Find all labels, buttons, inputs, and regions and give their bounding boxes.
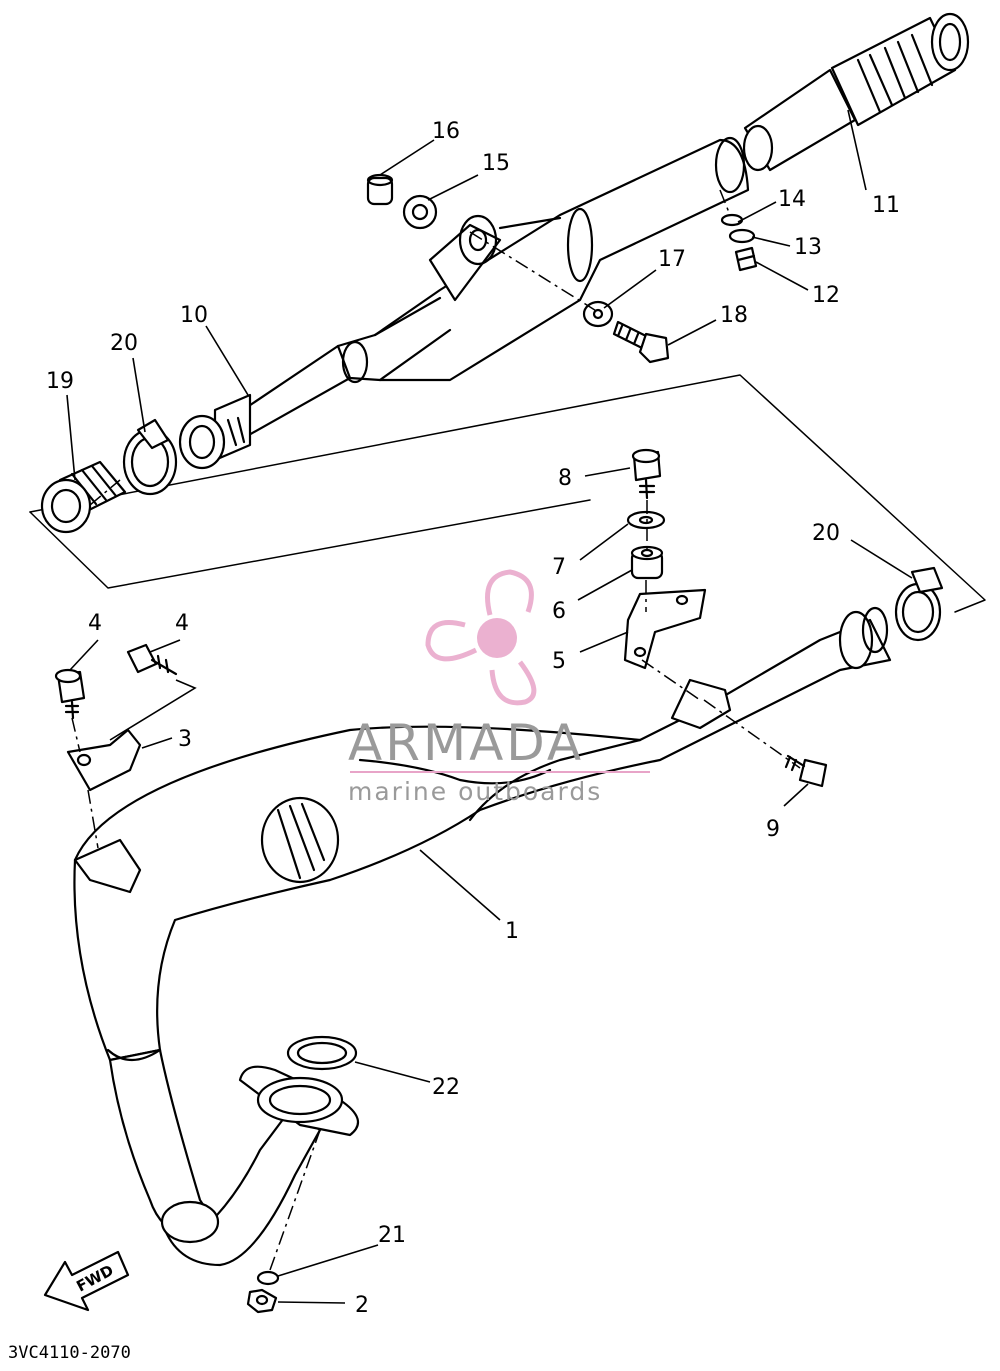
callout-12: 12	[812, 283, 840, 308]
nut-2	[246, 1288, 278, 1314]
callout-11: 11	[872, 193, 900, 218]
forward-arrow-icon: FWD	[43, 1250, 130, 1312]
callout-2: 2	[355, 1293, 369, 1318]
callout-3: 3	[178, 727, 192, 752]
rubber-damper	[366, 173, 394, 206]
watermark-tagline: marine outboards	[348, 777, 602, 806]
callout-4-right: 4	[175, 611, 189, 636]
screw-12	[734, 246, 758, 272]
callout-7: 7	[552, 555, 566, 580]
bolt-8	[631, 448, 662, 500]
callout-17: 17	[658, 247, 686, 272]
part-callouts: 1 2 3 4 4 5 6 7 8 9 10 11 12 13 14 15 16…	[46, 119, 900, 1318]
muffler-body	[226, 136, 750, 442]
joint-gasket	[40, 460, 127, 534]
callout-14: 14	[778, 187, 806, 212]
bolt-4-left	[54, 668, 86, 720]
bolt-9	[784, 754, 828, 788]
washer-13	[728, 228, 756, 244]
washer-21	[256, 1270, 280, 1286]
damper-6	[630, 545, 664, 580]
drawing-code: 3VC4110-2070	[8, 1343, 131, 1363]
callout-8: 8	[558, 466, 572, 491]
callout-15: 15	[482, 151, 510, 176]
tail-pipe	[742, 12, 970, 172]
bracket-5	[623, 588, 707, 670]
callout-18: 18	[720, 303, 748, 328]
bolt-18	[612, 320, 670, 364]
callout-6: 6	[552, 599, 566, 624]
leader-lines	[66, 109, 913, 1304]
pipe-bracket	[73, 838, 142, 894]
callout-9: 9	[766, 817, 780, 842]
callout-21: 21	[378, 1223, 406, 1248]
callout-20-lower: 20	[812, 521, 840, 546]
callout-5: 5	[552, 649, 566, 674]
muffler-inlet-pipe	[178, 393, 252, 470]
callout-13: 13	[794, 235, 822, 260]
callout-20-upper: 20	[110, 331, 138, 356]
upper-assembly-outline	[29, 374, 986, 613]
watermark-brand: ARMADA	[348, 714, 584, 772]
clamp-upper	[122, 418, 178, 496]
exhaust-pipe	[73, 606, 892, 1267]
clamp-lower	[894, 566, 944, 642]
pipe-bracket-rear	[670, 678, 732, 730]
assembly-centerlines	[71, 189, 801, 1271]
callout-1: 1	[505, 919, 519, 944]
callout-16: 16	[432, 119, 460, 144]
callout-19: 19	[46, 369, 74, 394]
washer-14	[720, 213, 744, 227]
exhaust-flange	[238, 1065, 360, 1137]
collar-7	[626, 510, 666, 530]
gasket-22	[286, 1035, 358, 1071]
armada-logo-icon	[425, 569, 537, 706]
bracket-3	[66, 728, 142, 792]
collar	[402, 194, 438, 230]
callout-10: 10	[180, 303, 208, 328]
callout-4-left: 4	[88, 611, 102, 636]
bolt-4-right	[126, 643, 178, 676]
callout-22: 22	[432, 1075, 460, 1100]
